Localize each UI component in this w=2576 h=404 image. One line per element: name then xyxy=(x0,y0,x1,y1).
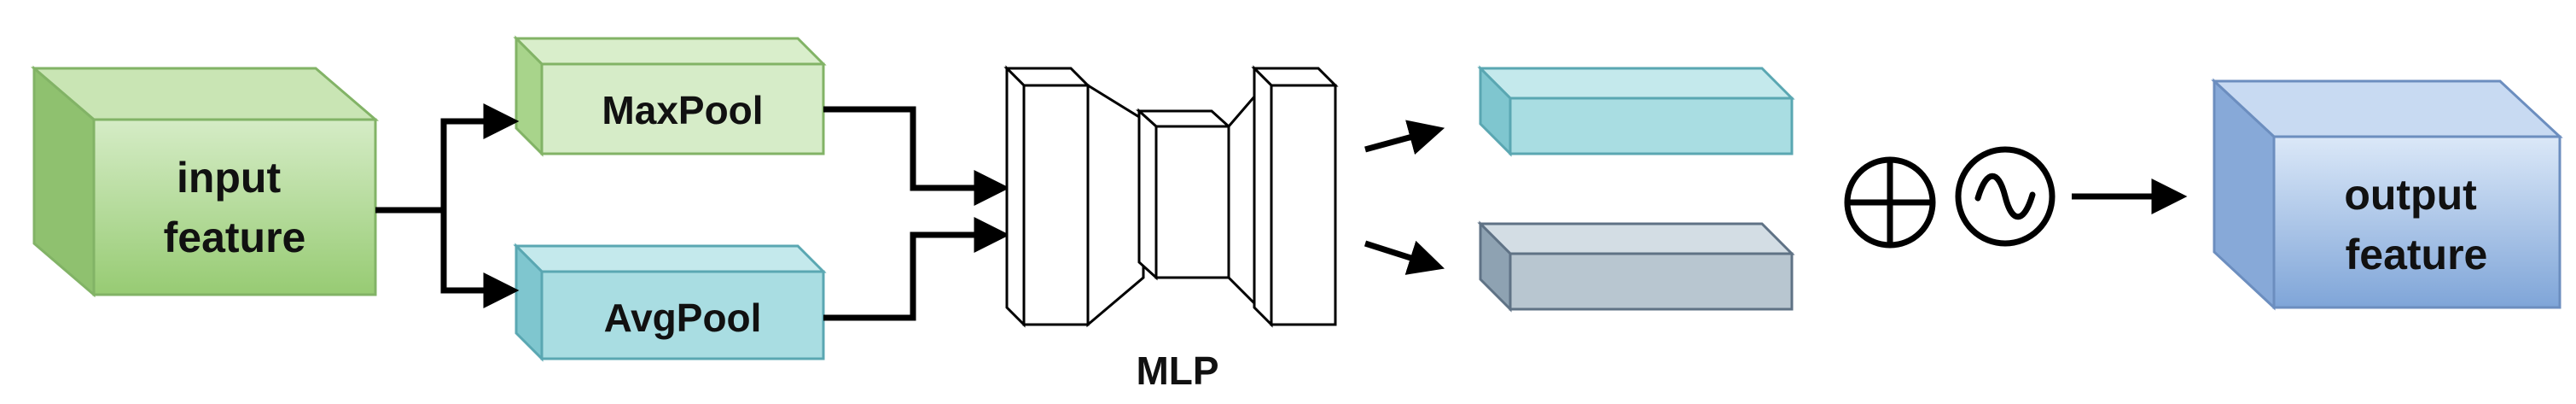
pools-to-mlp-connector xyxy=(823,106,1010,321)
input-feature-label-line2: feature xyxy=(164,214,306,261)
mlp-block xyxy=(1003,65,1339,328)
mlp-to-outputs-connector xyxy=(1364,120,1445,275)
maxpool-label: MaxPool xyxy=(602,88,763,132)
svg-text:output feature: output feature xyxy=(2344,171,2488,278)
avgpool-label: AvgPool xyxy=(604,296,762,340)
output-feature-label-line1: output xyxy=(2344,171,2477,219)
circle-sine-icon xyxy=(1955,146,2056,247)
mlp-label: MLP xyxy=(1136,348,1218,393)
mlp-output-avgpool-branch xyxy=(1477,220,1795,313)
svg-text:input feature: input feature xyxy=(164,154,306,261)
output-feature-block: output feature xyxy=(2211,78,2563,311)
input-feature-block: input feature xyxy=(30,65,380,298)
input-to-pools-connector xyxy=(375,103,520,308)
input-feature-label-line1: input xyxy=(177,154,282,202)
circle-plus-icon xyxy=(1844,156,1936,249)
output-feature-label-line2: feature xyxy=(2346,231,2488,278)
avgpool-block: AvgPool xyxy=(513,243,827,362)
maxpool-block: MaxPool xyxy=(513,35,827,157)
mlp-output-maxpool-branch xyxy=(1477,65,1795,157)
